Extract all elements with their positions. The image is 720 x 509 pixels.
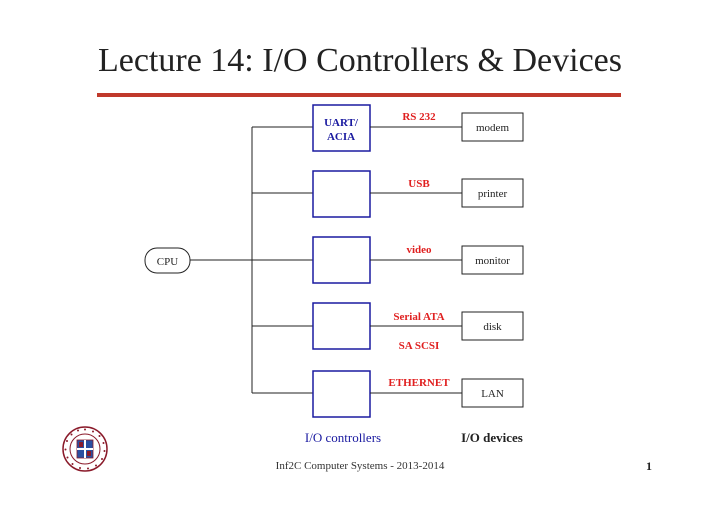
controller-box-2: [312, 170, 371, 218]
device-box-5: [461, 378, 524, 408]
controller-text-line-1: UART/: [324, 117, 359, 129]
slide-title: Lecture 14: I/O Controllers & Devices: [97, 42, 622, 79]
link-label-4b: SA SCSI: [399, 340, 440, 352]
page-number: 1: [646, 459, 652, 473]
device-box-4: [461, 311, 524, 341]
controller-box-3: [312, 236, 371, 284]
link-label-2: USB: [408, 178, 430, 190]
controller-box-1: [312, 104, 371, 152]
slide-footer: Inf2C Computer Systems - 2013-2014: [275, 460, 445, 472]
controllers-caption: I/O controllers: [305, 430, 381, 445]
device-label-2: printer: [478, 188, 508, 200]
controller-text-line-2: ACIA: [327, 131, 355, 143]
link-label-5: ETHERNET: [388, 377, 450, 389]
device-box-1: [461, 112, 524, 142]
device-label-5: LAN: [481, 388, 504, 400]
link-label-1: RS 232: [402, 111, 436, 123]
link-label-4a: Serial ATA: [393, 311, 444, 323]
controller-box-4: [312, 302, 371, 350]
university-seal-logo: [62, 426, 108, 472]
device-box-2: [461, 178, 524, 208]
link-label-3: video: [406, 244, 432, 256]
devices-caption: I/O devices: [461, 430, 523, 445]
cpu-label: CPU: [157, 256, 178, 268]
controller-box-5: [312, 370, 371, 418]
title-underline: [97, 93, 621, 97]
device-label-3: monitor: [475, 255, 510, 267]
device-label-1: modem: [476, 122, 509, 134]
device-label-4: disk: [483, 321, 502, 333]
device-box-3: [461, 245, 524, 275]
